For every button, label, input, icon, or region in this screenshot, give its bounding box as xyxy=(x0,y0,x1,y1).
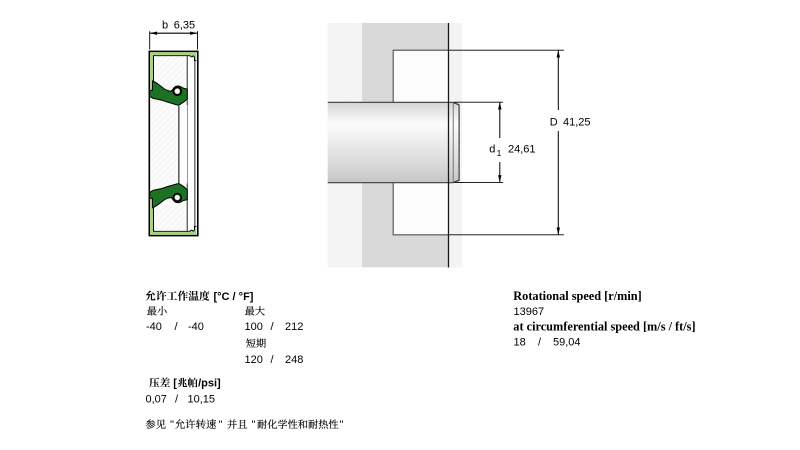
svg-text:41,25: 41,25 xyxy=(563,116,591,128)
svg-text:/: / xyxy=(271,321,275,333)
svg-text:248: 248 xyxy=(285,354,303,366)
svg-text:d: d xyxy=(489,143,495,155)
svg-text:-40: -40 xyxy=(146,321,162,333)
svg-text:/: / xyxy=(538,337,542,349)
svg-text:/psi]: /psi] xyxy=(198,378,221,390)
svg-text:at circumferential speed [m/s: at circumferential speed [m/s / ft/s] xyxy=(513,320,695,334)
svg-text:/: / xyxy=(175,321,179,333)
svg-text:120: 120 xyxy=(245,354,263,366)
svg-text:24,61: 24,61 xyxy=(508,143,536,155)
svg-text:/: / xyxy=(175,393,179,405)
svg-text:/: / xyxy=(271,354,275,366)
svg-text:": " xyxy=(340,419,344,431)
svg-text:1: 1 xyxy=(497,148,502,158)
svg-text:10,15: 10,15 xyxy=(188,393,216,405)
svg-text:Rotational speed [r/min]: Rotational speed [r/min] xyxy=(513,289,641,303)
svg-text:D: D xyxy=(550,116,558,128)
svg-text:6,35: 6,35 xyxy=(174,19,195,31)
svg-text:59,04: 59,04 xyxy=(553,337,581,349)
svg-text:": " xyxy=(252,419,256,431)
svg-text:b: b xyxy=(162,19,168,31)
svg-text:13967: 13967 xyxy=(514,306,545,318)
svg-text:-40: -40 xyxy=(188,321,204,333)
svg-text:18: 18 xyxy=(514,337,526,349)
svg-text:[°C / °F]: [°C / °F] xyxy=(214,291,254,303)
svg-text:212: 212 xyxy=(285,321,303,333)
svg-text:0,07: 0,07 xyxy=(146,393,167,405)
svg-text:": " xyxy=(170,419,174,431)
svg-text:[: [ xyxy=(173,378,177,390)
svg-text:100: 100 xyxy=(245,321,263,333)
svg-text:": " xyxy=(219,419,223,431)
